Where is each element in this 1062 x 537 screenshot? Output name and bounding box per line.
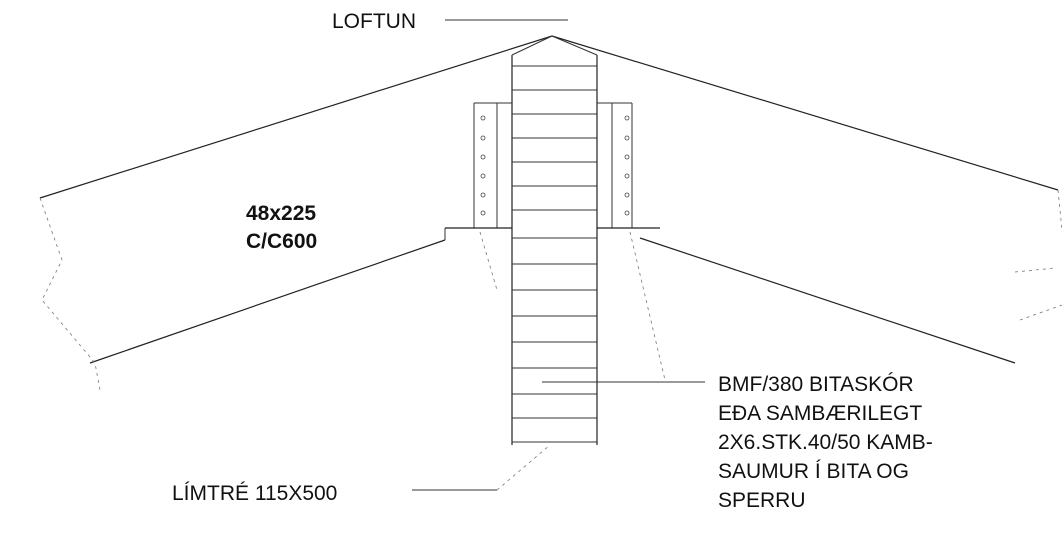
leader-lines	[412, 19, 705, 491]
rafter-spacing-label: C/C600	[246, 230, 317, 253]
hanger-note-line-1: BMF/380 BITASKÓR	[718, 373, 914, 396]
hanger-note-line-5: SPERRU	[718, 489, 806, 512]
hanger-note-line-3: 2X6.STK.40/50 KAMB-	[718, 431, 933, 454]
right-joist-hanger	[597, 102, 666, 381]
hanger-note-line-2: EÐA SAMBÆRILEGT	[718, 402, 922, 425]
glulam-beam	[511, 35, 598, 445]
glulam-beam-label: LÍMTRÉ 115X500	[172, 482, 337, 505]
hanger-note: BMF/380 BITASKÓR EÐA SAMBÆRILEGT 2X6.STK…	[718, 373, 933, 512]
beam-laminations	[512, 65, 597, 443]
left-joist-hanger	[444, 102, 512, 291]
left-rafter	[39, 35, 553, 391]
right-rafter	[551, 35, 1062, 364]
rafter-size-label: 48x225	[246, 202, 316, 225]
hanger-note-line-4: SAUMUR Í BITA OG	[718, 460, 909, 483]
ventilation-label: LOFTUN	[332, 10, 416, 33]
